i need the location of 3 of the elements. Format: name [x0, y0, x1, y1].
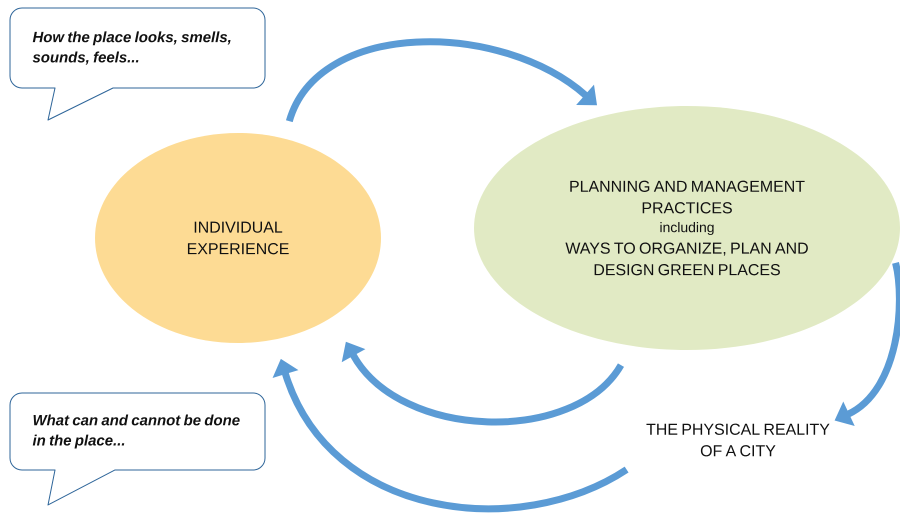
speech-bubble: How the place looks, smells, sounds, feels... [10, 8, 266, 120]
text-label: THE PHYSICAL REALITY OF A CITY [646, 424, 830, 456]
speech-bubble: What can and cannot be done in the place... [10, 392, 266, 506]
